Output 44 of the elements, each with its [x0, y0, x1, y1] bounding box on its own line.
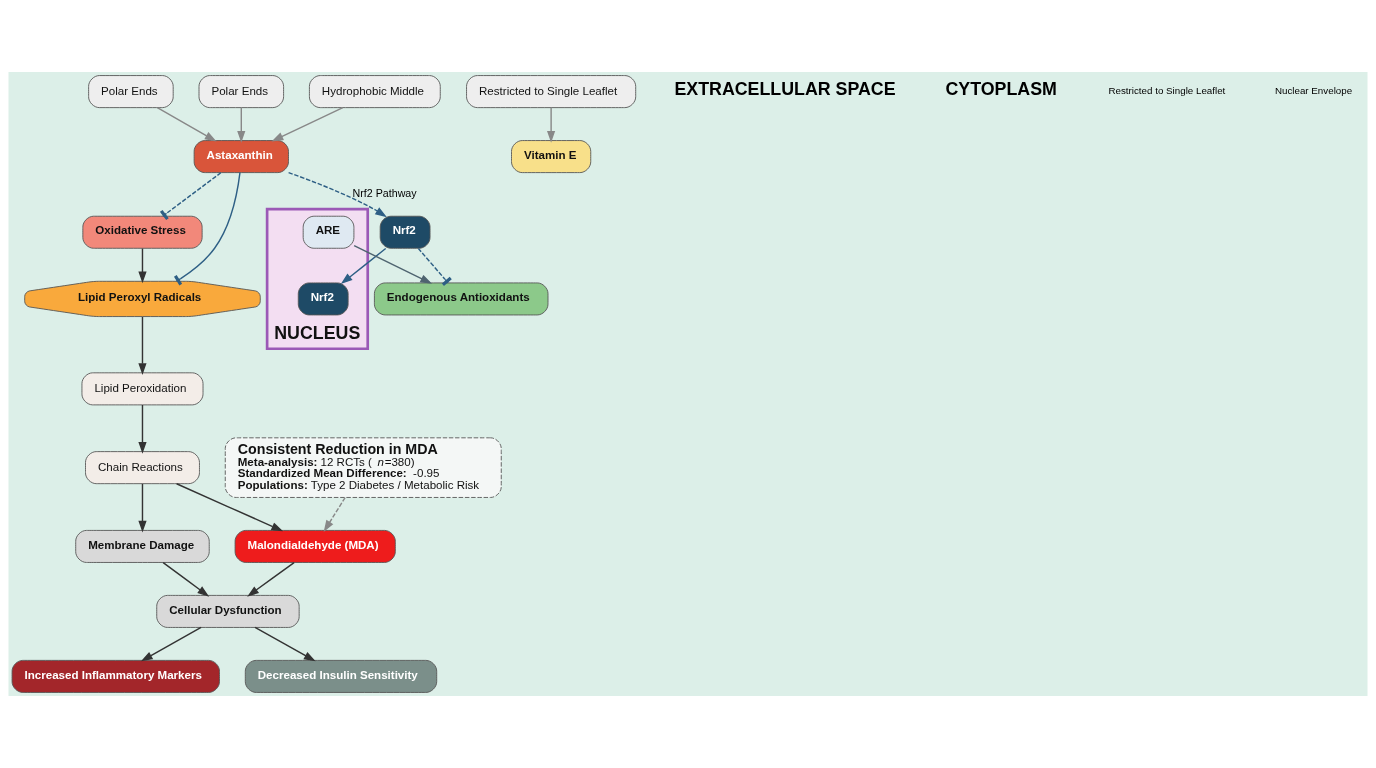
arrow: [175, 483, 284, 532]
arrow: [138, 247, 147, 284]
node-box: Polar Ends: [198, 75, 285, 109]
node-box: Hydrophobic Middle: [308, 75, 441, 109]
arrow: [340, 247, 387, 285]
node-box: Polar Ends: [88, 75, 174, 109]
node-box: Increased Inflammatory Markers: [11, 659, 220, 693]
connector: [160, 172, 222, 221]
node-box: ARE: [302, 215, 355, 249]
arrow: [254, 626, 316, 662]
label: EXTRACELLULAR SPACE: [674, 79, 896, 100]
arrow: [271, 106, 344, 142]
node-box: Consistent Reduction in MDA Meta-analysis: 12 RCTs (n=380) Standardized Mean Difference: -0.95 Populations: Type 2 Diabetes / Metabolic Risk: [224, 437, 502, 498]
node-box: Oxidative Stress: [82, 215, 203, 249]
node-box: Nrf2: [297, 282, 349, 316]
label: CYTOPLASM: [945, 79, 1057, 100]
arrow: [140, 626, 202, 662]
arrow: [323, 496, 346, 533]
node-box: Cellular Dysfunction: [156, 594, 300, 628]
node-box: Astaxanthin: [193, 140, 289, 174]
arrow: [287, 171, 387, 218]
arrow: [247, 561, 295, 597]
label: Restricted to Single Leaflet: [1108, 85, 1226, 97]
node-box: Vitamin E: [511, 140, 592, 174]
arrow: [138, 483, 147, 533]
node-box: Restricted to Single Leaflet: [466, 75, 637, 109]
node-box: Lipid Peroxidation: [81, 372, 204, 406]
node-box: Membrane Damage: [75, 529, 210, 563]
arrow: [162, 561, 210, 597]
node-box: Decreased Insulin Sensitivity: [244, 659, 438, 693]
arrow: [547, 107, 556, 143]
node-box: Malondialdehyde (MDA): [234, 529, 396, 563]
arrow: [353, 244, 433, 284]
connector: [173, 171, 241, 286]
node-box: Nrf2: [379, 215, 431, 249]
label: Nuclear Envelope: [1274, 85, 1353, 97]
connector: [417, 247, 452, 286]
arrow: [237, 107, 246, 143]
edge-label: Nrf2 Pathway: [352, 187, 417, 200]
arrow: [156, 106, 217, 142]
node-box: Endogenous Antioxidants: [373, 282, 549, 316]
node-box: Chain Reactions: [85, 451, 200, 485]
arrow: [138, 316, 147, 375]
arrow: [138, 404, 147, 454]
